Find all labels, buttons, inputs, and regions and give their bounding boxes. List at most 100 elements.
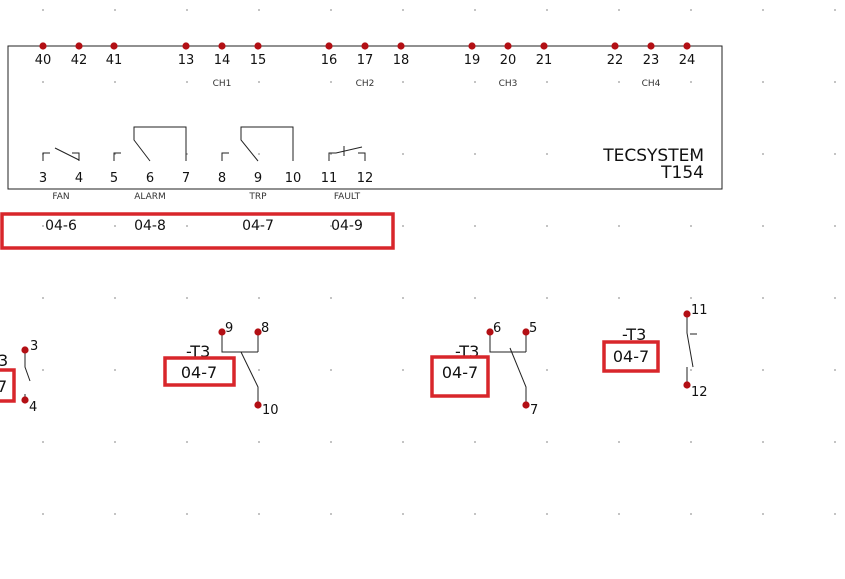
top-terminal[interactable]: 21 (536, 42, 553, 68)
grid-dot (42, 9, 44, 11)
grid-dot (690, 297, 692, 299)
top-terminal[interactable]: 42 (71, 42, 88, 68)
component-pin[interactable] (522, 401, 530, 409)
top-terminal[interactable]: 22 (607, 42, 624, 68)
terminal-pin[interactable] (325, 42, 333, 50)
grid-dot (834, 369, 836, 371)
top-terminal[interactable]: 19 (464, 42, 481, 68)
grid-dot (762, 441, 764, 443)
terminal-pin[interactable] (647, 42, 655, 50)
grid-dot (330, 225, 332, 227)
terminal-label: 24 (679, 53, 696, 68)
component-t3-fault[interactable]: 11 12 -T3 04-7 (602, 303, 708, 400)
cross-reference[interactable]: 04-9 (331, 218, 363, 234)
terminal-pin[interactable] (218, 42, 226, 50)
component-t3-fan[interactable]: 3 4 3 7 (0, 339, 38, 415)
top-terminal[interactable]: 13 (178, 42, 195, 68)
grid-dot (546, 513, 548, 515)
grid-dot (186, 369, 188, 371)
grid-dot (114, 153, 116, 155)
terminal-label: 13 (178, 53, 195, 68)
grid-dot (474, 513, 476, 515)
cross-reference[interactable]: 04-6 (45, 218, 77, 234)
grid-dot (546, 9, 548, 11)
top-terminal[interactable]: 16 (321, 42, 338, 68)
pin-label: 6 (493, 321, 501, 336)
grid-dot (618, 9, 620, 11)
grid-dot (42, 513, 44, 515)
component-pin[interactable] (683, 310, 691, 318)
grid-dot (114, 513, 116, 515)
terminal-pin[interactable] (182, 42, 190, 50)
terminal-pin[interactable] (504, 42, 512, 50)
component-pin[interactable] (21, 346, 29, 354)
component-ref: 04-7 (181, 363, 217, 382)
grid-dot (42, 369, 44, 371)
grid-dot (474, 441, 476, 443)
grid-dot (258, 81, 260, 83)
grid-dot (546, 225, 548, 227)
grid-dot (402, 153, 404, 155)
grid-dot (402, 513, 404, 515)
grid-dot (258, 297, 260, 299)
grid-dot (762, 9, 764, 11)
grid-dot (402, 369, 404, 371)
grid-dot (258, 225, 260, 227)
top-terminal[interactable]: 18 (393, 42, 410, 68)
top-terminal[interactable]: 24 (679, 42, 696, 68)
terminal-pin[interactable] (397, 42, 405, 50)
top-terminal[interactable]: 23 (643, 42, 660, 68)
top-terminal[interactable]: 20 (500, 42, 517, 68)
grid-dot (258, 153, 260, 155)
grid-dot (114, 81, 116, 83)
pin-label: 8 (261, 321, 269, 336)
grid-dot (114, 369, 116, 371)
component-pin[interactable] (254, 401, 262, 409)
terminal-pin[interactable] (75, 42, 83, 50)
top-terminal[interactable]: 40 (35, 42, 52, 68)
terminal-pin[interactable] (468, 42, 476, 50)
component-pin[interactable] (218, 328, 226, 336)
channel-label: CH2 (356, 79, 375, 89)
cross-reference[interactable]: 04-7 (242, 218, 274, 234)
component-t3-alarm[interactable]: 6 5 7 -T3 04-7 (430, 321, 538, 418)
component-pin[interactable] (522, 328, 530, 336)
top-terminal[interactable]: 14 (214, 42, 231, 68)
grid-dot (114, 225, 116, 227)
component-pin[interactable] (254, 328, 262, 336)
terminal-pin[interactable] (611, 42, 619, 50)
grid-dot (186, 441, 188, 443)
terminal-pin[interactable] (110, 42, 118, 50)
component-tag: -T3 (622, 325, 646, 344)
terminal-pin[interactable] (683, 42, 691, 50)
grid-dot (258, 513, 260, 515)
component-pin[interactable] (486, 328, 494, 336)
grid-dot (834, 297, 836, 299)
grid-dot (618, 225, 620, 227)
contact-terminal-label: 6 (146, 171, 154, 186)
trp-contact-symbol (221, 126, 294, 162)
terminal-pin[interactable] (254, 42, 262, 50)
grid-dot (690, 513, 692, 515)
top-terminal[interactable]: 41 (106, 42, 123, 68)
terminal-pin[interactable] (361, 42, 369, 50)
terminal-pin[interactable] (39, 42, 47, 50)
grid-dot (258, 369, 260, 371)
component-tag: 3 (0, 351, 8, 370)
grid-dot (834, 441, 836, 443)
top-terminal[interactable]: 17 (357, 42, 374, 68)
component-pin[interactable] (21, 396, 29, 404)
component-t3-trp[interactable]: 9 8 10 -T3 04-7 (163, 321, 279, 418)
grid-dot (690, 225, 692, 227)
grid-dot (690, 441, 692, 443)
contact-terminal-label: 9 (254, 171, 262, 186)
contact-terminal-label: 4 (75, 171, 83, 186)
top-terminal[interactable]: 15 (250, 42, 267, 68)
grid-dot (762, 297, 764, 299)
component-pin[interactable] (683, 381, 691, 389)
component-ref-highlight (602, 340, 660, 373)
cross-reference[interactable]: 04-8 (134, 218, 166, 234)
terminal-pin[interactable] (540, 42, 548, 50)
terminal-label: 17 (357, 53, 374, 68)
